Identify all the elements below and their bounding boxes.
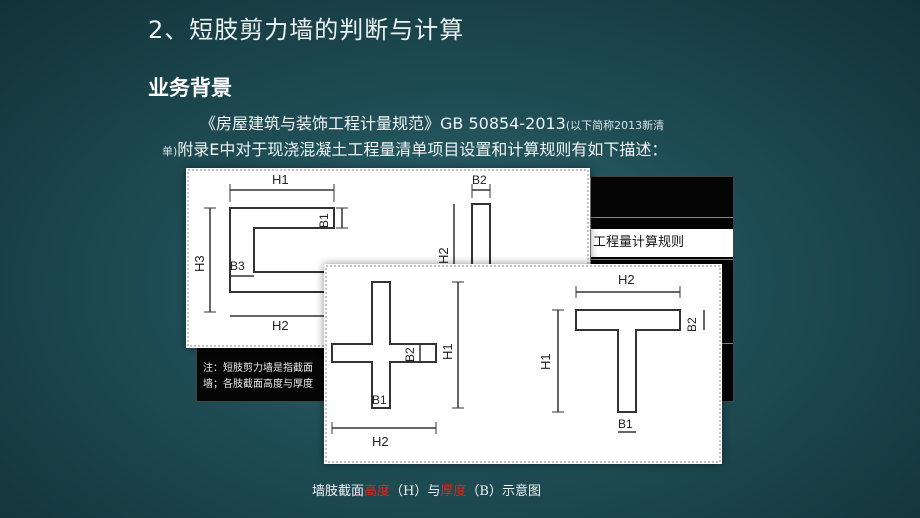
label-B1: B1: [317, 213, 331, 228]
label-H2-vertical: H2: [436, 247, 451, 264]
slide-title: 2、短肢剪力墙的判断与计算: [148, 16, 465, 44]
caption-text: （H）与: [390, 484, 441, 499]
label-H2: H2: [272, 318, 289, 333]
caption-highlight-thickness: 厚度: [440, 484, 467, 499]
label-H2: H2: [618, 272, 635, 287]
table-header-cell: 工程量计算规则: [591, 229, 733, 257]
label-B2: B2: [472, 173, 487, 187]
paragraph-small-text: 单): [162, 145, 178, 158]
figure-caption: 墙肢截面高度（H）与厚度（B）示意图: [312, 480, 541, 499]
label-B1: B1: [372, 393, 387, 407]
caption-highlight-height: 高度: [364, 484, 391, 499]
label-B2: B2: [685, 317, 699, 332]
caption-text: （B）示意图: [466, 484, 541, 499]
label-B3: B3: [230, 259, 245, 273]
paragraph-line-1: 《房屋建筑与装饰工程计量规范》GB 50854-2013(以下简称2013新清: [200, 110, 664, 134]
label-H1: H1: [272, 172, 289, 187]
label-B1: B1: [618, 417, 633, 431]
paragraph-main-text: 附录E中对于现浇混凝土工程量清单项目设置和计算规则有如下描述：: [177, 140, 668, 159]
label-H1: H1: [538, 353, 553, 370]
label-B2: B2: [403, 347, 417, 362]
paragraph-line-2: 单)附录E中对于现浇混凝土工程量清单项目设置和计算规则有如下描述：: [162, 136, 667, 160]
table-note-line: 墙；各肢截面高度与厚度: [203, 379, 313, 390]
section-subtitle: 业务背景: [148, 76, 232, 100]
paragraph-main-text: 《房屋建筑与装饰工程计量规范》GB 50854-2013: [200, 114, 566, 133]
label-H1: H1: [440, 343, 455, 360]
table-note-line: 注：短肢剪力墙是指截面: [203, 363, 313, 374]
paragraph-small-text: (以下简称2013新清: [565, 119, 665, 132]
label-H2: H2: [372, 434, 389, 449]
label-H3: H3: [192, 255, 207, 272]
wall-section-diagram-2: B2 H1 B1 H2 H2 B2 H1 B1: [324, 264, 722, 464]
caption-text: 墙肢截面: [312, 484, 365, 499]
